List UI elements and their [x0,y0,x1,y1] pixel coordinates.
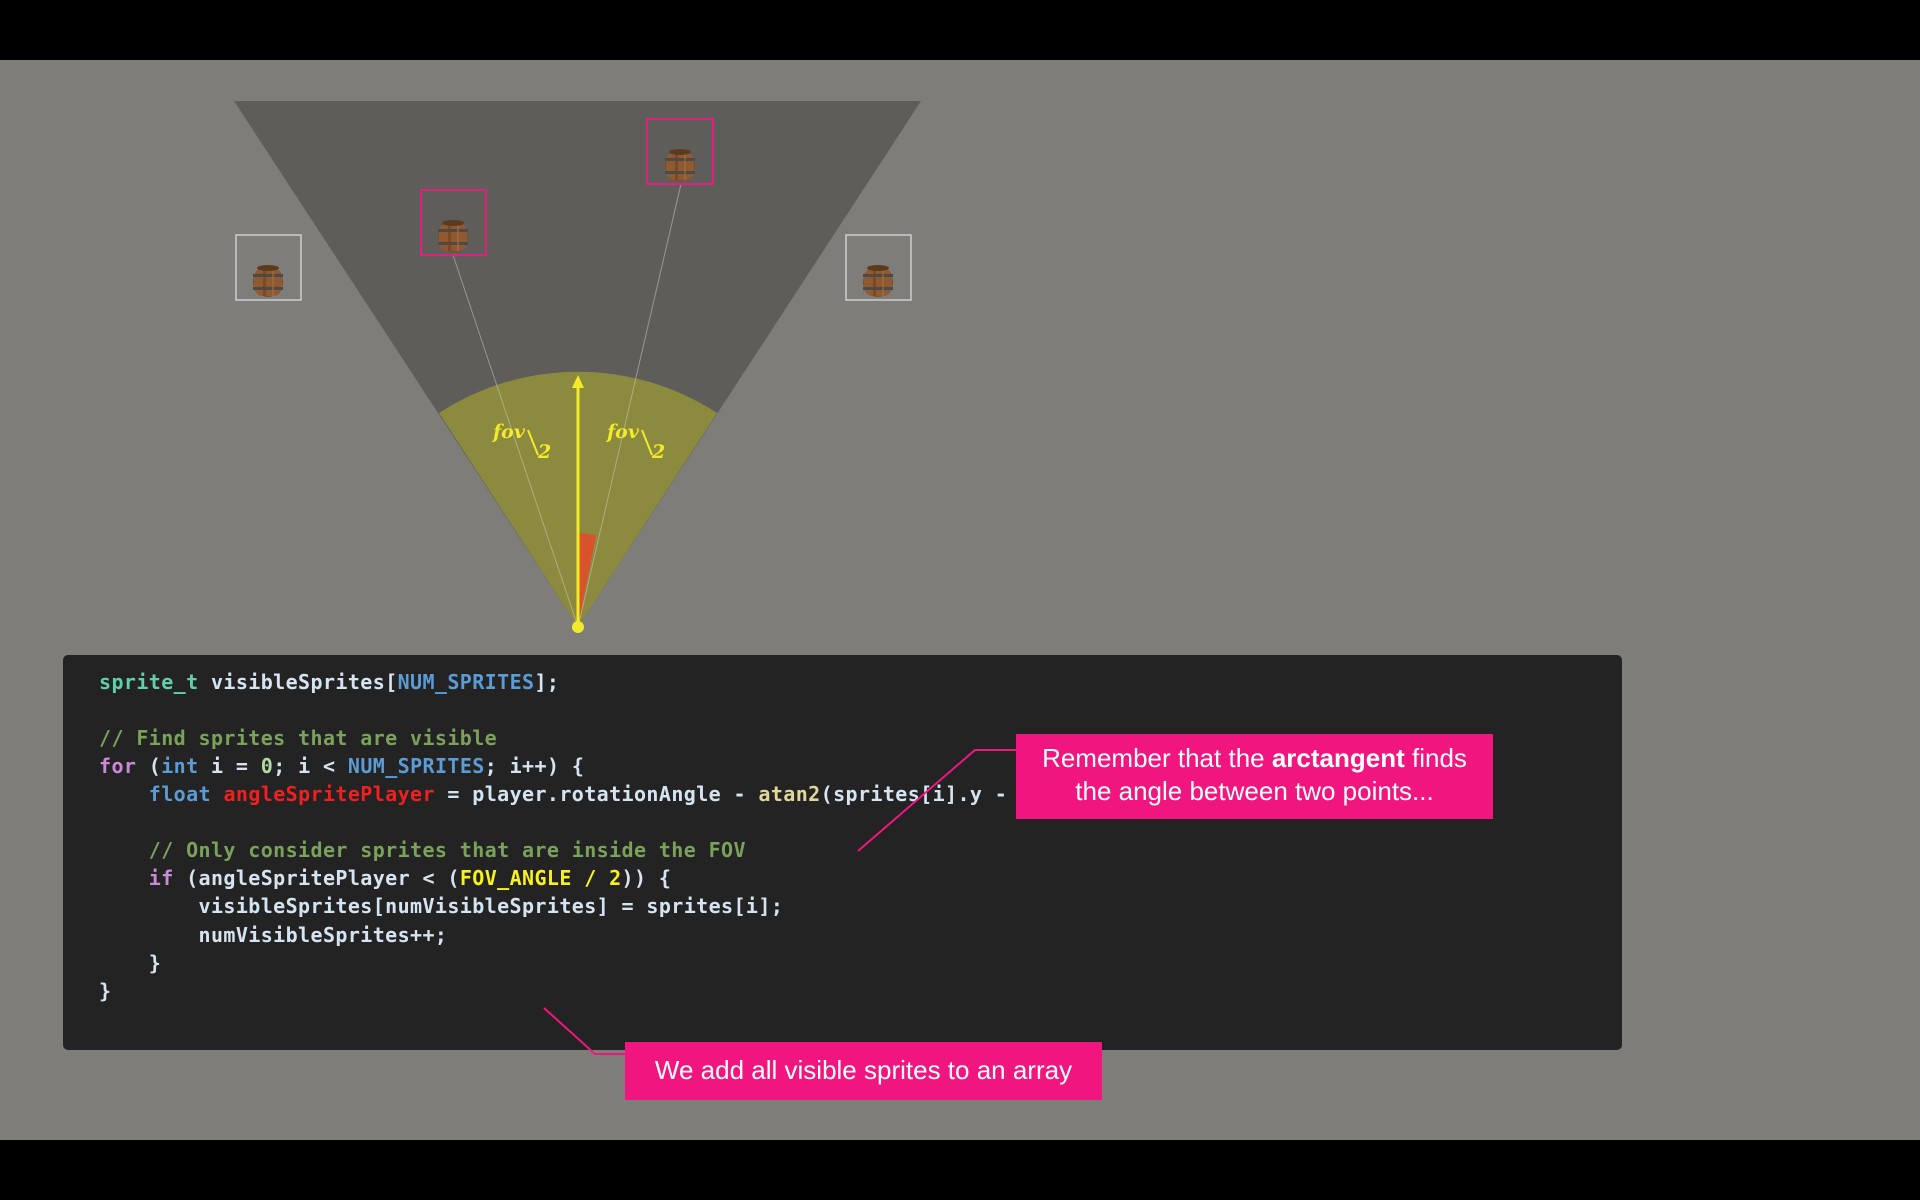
ray-to-sprite-top [577,183,682,628]
fov-cone [234,101,921,627]
code-token: visibleSprites[ [198,670,398,694]
code-line-2: // Find sprites that are visible [99,724,497,752]
code-token: atan2 [758,782,821,806]
leader-arctan [857,749,1016,852]
code-token: angleSpritePlayer [223,782,435,806]
letterbox-top [0,0,1920,60]
sprite-visible-top [646,118,714,185]
callout-array: We add all visible sprites to an array [625,1042,1102,1100]
svg-text:2: 2 [651,441,665,463]
code-line-5: // Only consider sprites that are inside… [99,836,746,864]
fov-half-label-left: fov 2 [491,421,551,463]
player-dot [572,621,584,633]
code-comment: // Only consider sprites that are inside… [148,838,746,862]
ray-to-sprite-left [452,254,579,628]
callout-arctangent-line2: the angle between two points... [1075,776,1434,806]
sprite-visible-left [420,189,487,256]
code-line-8: numVisibleSprites++; [99,923,448,947]
code-line-9: } [99,951,162,975]
code-comment: // Find sprites that are visible [99,726,498,750]
code-token: )) { [621,866,672,890]
code-line-3: for (int i = 0; i < NUM_SPRITES; i++) { [99,752,584,780]
code-token: NUM_SPRITES [397,670,535,694]
code-token: int [161,754,199,778]
code-token: (angleSpritePlayer < ( [173,866,460,890]
code-token: i = [198,754,261,778]
code-token: float [148,782,211,806]
fov-diagram: fov 2 fov 2 [234,101,921,633]
sprite-hidden-right [845,234,912,301]
code-token: ( [136,754,162,778]
callout-text: Remember that the [1042,743,1272,773]
letterbox-bottom [0,1140,1920,1200]
code-token: FOV_ANGLE / 2 [459,866,622,890]
callout-bold-text: arctangent [1271,743,1405,773]
code-token: ]; [534,670,560,694]
code-token: ; i++) { [484,754,585,778]
code-line-7: visibleSprites[numVisibleSprites] = spri… [99,894,784,918]
svg-text:fov: fov [605,421,640,443]
player-direction-arrowhead [572,375,584,388]
code-token: ; i < [273,754,348,778]
code-token: = player.rotationAngle - [434,782,759,806]
code-line-6: if (angleSpritePlayer < (FOV_ANGLE / 2))… [99,864,671,892]
fov-half-label-right: fov 2 [605,421,665,463]
code-token: 0 [260,754,274,778]
callout-text: finds [1404,743,1467,773]
code-token: for [99,754,137,778]
callout-arctangent-line1: Remember that the arctangent finds [1016,742,1493,775]
code-token: sprite_t [99,670,199,694]
svg-text:2: 2 [537,441,551,463]
svg-text:fov: fov [491,421,526,443]
sprite-angle-wedge [578,533,596,627]
code-line-10: } [99,979,112,1003]
leader-array [543,1007,625,1055]
sprite-hidden-left [235,234,302,301]
code-token: NUM_SPRITES [347,754,485,778]
code-line-1: sprite_t visibleSprites[NUM_SPRITES]; [99,668,559,696]
callout-arctangent: Remember that the arctangent finds the a… [1016,734,1493,819]
code-token: if [148,866,174,890]
